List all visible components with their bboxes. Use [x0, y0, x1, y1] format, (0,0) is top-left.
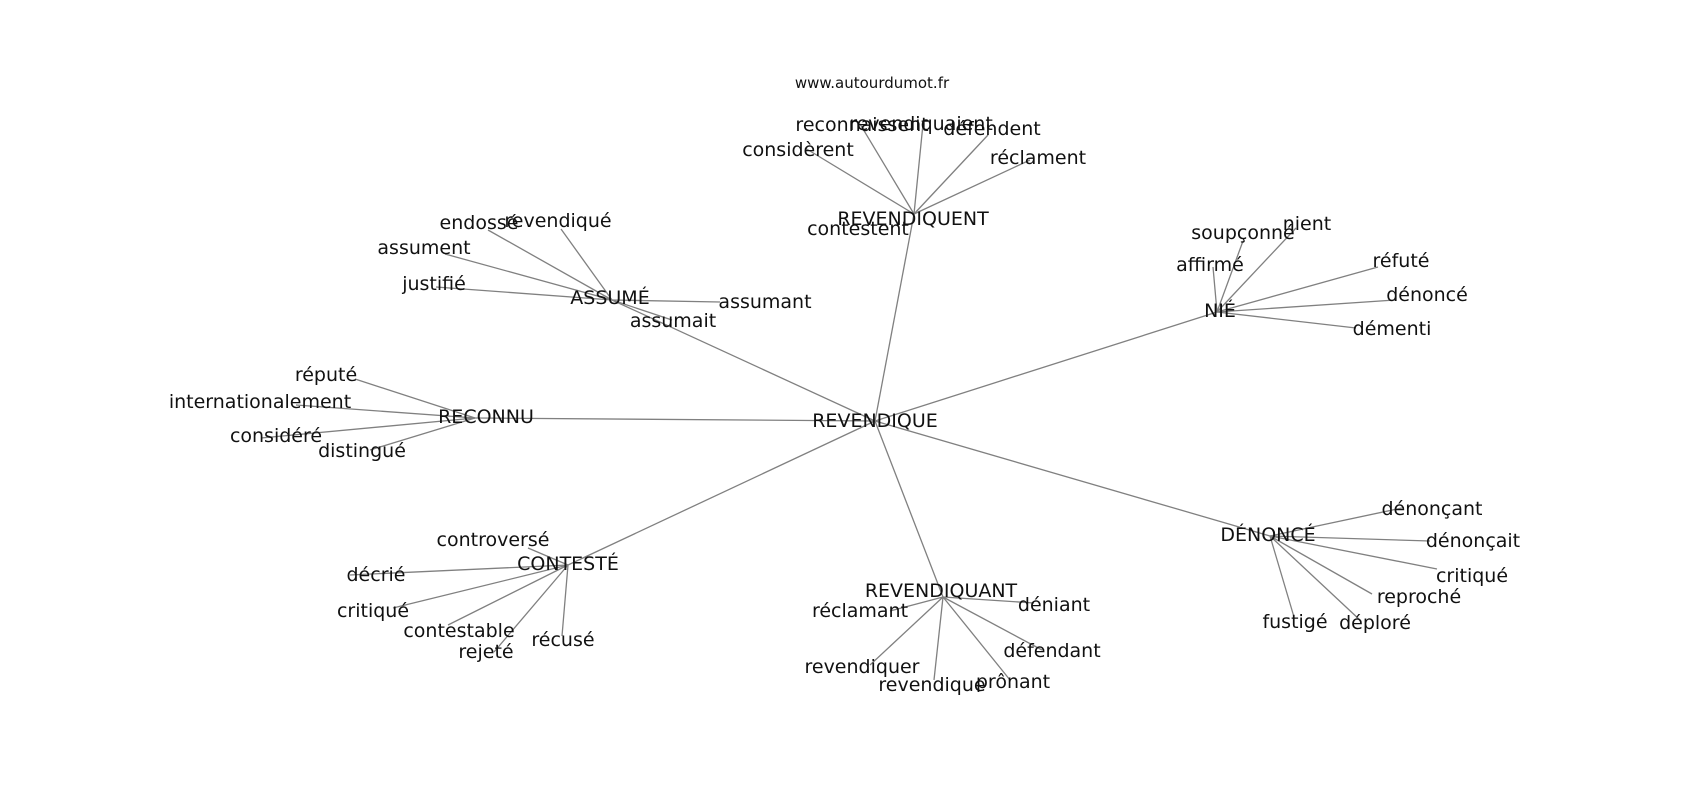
- graph-edge: [560, 228, 613, 301]
- graph-edge: [1216, 311, 1357, 329]
- graph-edge: [561, 564, 569, 637]
- graph-edge: [1269, 535, 1373, 595]
- graph-edge: [933, 596, 944, 681]
- graph-edge: [859, 123, 915, 215]
- graph-edge: [567, 420, 876, 566]
- leaf-word: déploré: [1339, 612, 1411, 634]
- leaf-word: assument: [377, 237, 470, 259]
- leaf-word: distingué: [318, 440, 406, 462]
- leaf-word: déniant: [1018, 594, 1090, 616]
- leaf-word: défendant: [1003, 640, 1100, 662]
- graph-edge: [1269, 535, 1438, 570]
- graph-edge: [487, 229, 613, 301]
- center-word: REVENDIQUE: [812, 410, 938, 432]
- graph-edge: [1216, 299, 1396, 313]
- graph-edge: [435, 286, 613, 301]
- leaf-word: reproché: [1377, 586, 1461, 608]
- graph-edge: [942, 596, 1035, 604]
- leaf-word: réclamant: [812, 600, 908, 622]
- leaf-word: endossé: [440, 212, 519, 234]
- graph-labels: REVENDIQUEREVENDIQUENTreconnaissentreven…: [169, 113, 1520, 696]
- graph-edge: [804, 147, 915, 215]
- graph-edge: [874, 420, 1271, 537]
- leaf-word: reconnaissent: [795, 114, 928, 136]
- leaf-word: internationalement: [169, 391, 351, 413]
- graph-edge: [611, 299, 673, 321]
- graph-edge: [1212, 266, 1218, 313]
- graph-edge: [874, 311, 1218, 422]
- graph-edge: [889, 596, 944, 612]
- graph-edge: [493, 564, 569, 653]
- graph-edge: [1269, 535, 1362, 622]
- leaf-word: dénonçait: [1426, 530, 1520, 552]
- graph-edge: [611, 299, 721, 303]
- graph-edge: [444, 253, 613, 301]
- source-label: www.autourdumot.fr: [795, 74, 950, 92]
- hub-word: DÉNONCÉ: [1220, 523, 1315, 546]
- graph-edge: [354, 378, 476, 419]
- graph-edge: [913, 134, 989, 215]
- graph-edge: [942, 596, 1043, 651]
- graph-edge: [295, 404, 476, 419]
- leaf-word: réclament: [990, 147, 1086, 169]
- leaf-word: controversé: [437, 529, 550, 551]
- leaf-word: démenti: [1353, 318, 1432, 340]
- leaf-word: fustigé: [1262, 611, 1327, 633]
- leaf-word: défendent: [943, 118, 1040, 140]
- leaf-word: décrié: [347, 564, 406, 586]
- hub-word: CONTESTÉ: [517, 552, 619, 575]
- hub-word: REVENDIQUANT: [865, 580, 1018, 602]
- leaf-word: affirmé: [1176, 254, 1244, 276]
- graph-edge: [874, 213, 915, 422]
- leaf-word: revendique: [878, 674, 985, 696]
- leaf-word: contestent: [807, 218, 909, 240]
- graph-edge: [527, 547, 569, 566]
- hub-word: NIÉ: [1204, 299, 1236, 322]
- hub-word: REVENDIQUENT: [837, 208, 989, 230]
- leaf-word: réfuté: [1373, 250, 1430, 272]
- leaf-word: soupçonné: [1191, 222, 1294, 244]
- leaf-word: considéré: [230, 425, 322, 447]
- leaf-word: dénoncé: [1386, 284, 1468, 306]
- leaf-word: contestable: [403, 620, 514, 642]
- graph-edge: [474, 417, 876, 422]
- leaf-word: critiqué: [1436, 565, 1508, 587]
- graph-edge: [1216, 227, 1297, 313]
- leaf-word: considèrent: [742, 139, 854, 161]
- leaf-word: critiqué: [337, 600, 409, 622]
- graph-edge: [1269, 535, 1295, 618]
- graph-edge: [447, 564, 569, 626]
- graph-edge: [913, 159, 1031, 215]
- graph-edge: [349, 564, 569, 576]
- graph-edge: [913, 123, 924, 215]
- graph-edges: [260, 123, 1438, 681]
- leaf-word: réputé: [295, 364, 357, 386]
- graph-edge: [611, 299, 876, 422]
- leaf-word: récusé: [531, 629, 594, 651]
- graph-edge: [1269, 535, 1431, 542]
- leaf-word: justifié: [401, 273, 466, 295]
- graph-edge: [1216, 240, 1244, 313]
- graph-edge: [942, 596, 1011, 681]
- leaf-word: prônant: [976, 671, 1050, 693]
- graph-edge: [869, 596, 944, 666]
- graph-edge: [1269, 507, 1403, 537]
- hub-word: RECONNU: [438, 406, 534, 428]
- hub-word: ASSUMÉ: [570, 286, 649, 309]
- graph-edge: [874, 420, 944, 598]
- graph-edge: [260, 417, 476, 439]
- leaf-word: revendiqué: [504, 210, 611, 232]
- graph-edge: [369, 417, 476, 451]
- graph-edge: [1216, 266, 1379, 313]
- leaf-word: assumant: [718, 291, 811, 313]
- leaf-word: revendiquer: [804, 656, 919, 678]
- graph-edge: [392, 564, 569, 609]
- leaf-word: assumait: [630, 310, 716, 332]
- leaf-word: rejeté: [458, 641, 513, 663]
- leaf-word: revendiquaient: [849, 113, 993, 135]
- leaf-word: nient: [1283, 213, 1332, 235]
- leaf-word: dénonçant: [1381, 498, 1482, 520]
